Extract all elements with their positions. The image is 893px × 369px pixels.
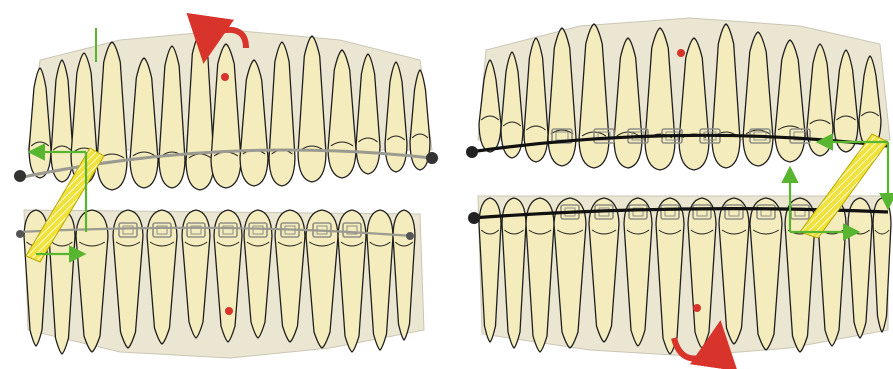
center-dot-icon: [225, 307, 233, 315]
molar-tube-upper-left: [14, 170, 26, 182]
molar-tube-lower-left: [16, 230, 24, 238]
molar-tube-upper-left: [466, 146, 478, 158]
center-dot-icon: [221, 73, 229, 81]
molar-tube-lower-right: [406, 232, 414, 240]
molar-tube-lower-left: [468, 212, 480, 224]
center-dot-icon: [677, 49, 685, 57]
right-panel: [466, 18, 891, 359]
center-dot-icon: [693, 304, 701, 312]
left-panel: [14, 28, 438, 358]
molar-tube-upper-right: [426, 152, 438, 164]
